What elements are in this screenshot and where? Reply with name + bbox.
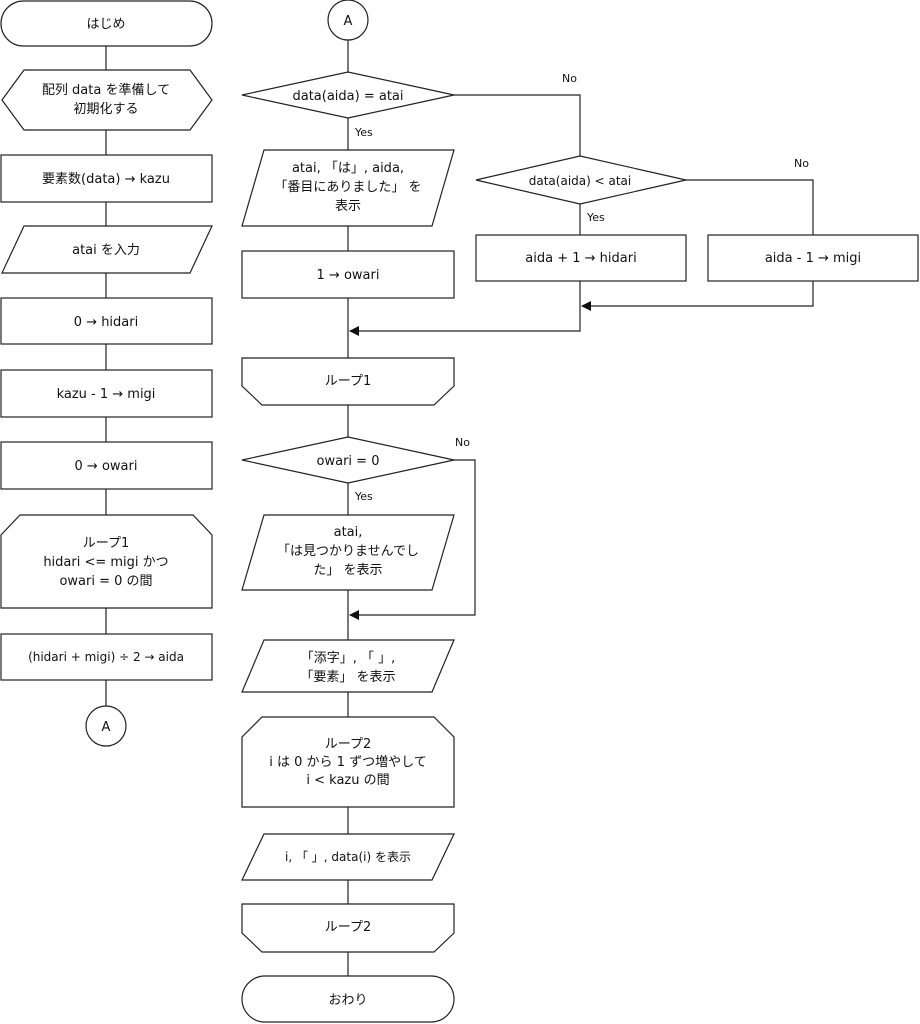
owari-init-process: 0 → owari bbox=[0, 441, 213, 490]
yes-label-3: Yes bbox=[354, 490, 373, 503]
no-label-2: No bbox=[794, 157, 809, 170]
notfound-output-line1: atai, bbox=[334, 525, 363, 540]
input-label: atai を入力 bbox=[72, 243, 140, 258]
decision-equal: data(aida) = atai bbox=[241, 71, 455, 119]
owari-init-label: 0 → owari bbox=[75, 459, 138, 474]
loop1-end: ループ1 bbox=[241, 357, 455, 406]
header-output-line1: 「添字」, 「 」, bbox=[301, 651, 396, 666]
hidari-init-label: 0 → hidari bbox=[74, 315, 138, 330]
notfound-output-line2: 「は見つかりませんでし bbox=[277, 544, 419, 559]
yes-label-2: Yes bbox=[586, 211, 605, 224]
loop1-start: ループ1 hidari <= migi かつ owari = 0 の間 bbox=[0, 514, 213, 609]
prep-hexagon: 配列 data を準備して 初期化する bbox=[1, 69, 213, 131]
found-output-line1: atai, 「は」, aida, bbox=[292, 161, 404, 176]
migi-set-label: aida - 1 → migi bbox=[765, 251, 861, 266]
hidari-init-process: 0 → hidari bbox=[0, 297, 213, 345]
loop2-end-label: ループ2 bbox=[325, 920, 372, 935]
decision-owari-label: owari = 0 bbox=[317, 454, 380, 469]
header-output: 「添字」, 「 」, 「要素」 を表示 bbox=[241, 639, 455, 693]
hidari-set-process: aida + 1 → hidari bbox=[475, 234, 687, 282]
loop2-start-line1: ループ2 bbox=[325, 737, 372, 752]
middle-column: A data(aida) = atai Yes atai, 「は」, aida,… bbox=[241, 0, 455, 1023]
loop1-end-label: ループ1 bbox=[325, 374, 372, 389]
aida-process: (hidari + migi) ÷ 2 → aida bbox=[0, 633, 213, 681]
found-output-line2: 「番目にありました」 を bbox=[274, 180, 421, 195]
start-terminal: はじめ bbox=[0, 0, 213, 47]
end-label: おわり bbox=[328, 993, 367, 1008]
kazu-label: 要素数(data) → kazu bbox=[42, 172, 170, 187]
migi-set-process: aida - 1 → migi bbox=[707, 234, 919, 282]
migi-init-process: kazu - 1 → migi bbox=[0, 369, 213, 418]
aida-label: (hidari + migi) ÷ 2 → aida bbox=[28, 650, 184, 664]
no-branch-line-3 bbox=[349, 459, 476, 620]
end-terminal: おわり bbox=[241, 975, 455, 1023]
decision-owari: owari = 0 bbox=[241, 436, 455, 484]
input-parallelogram: atai を入力 bbox=[1, 225, 213, 274]
no-branch-line-1 bbox=[454, 94, 581, 156]
loop1-start-line3: owari = 0 の間 bbox=[59, 574, 152, 589]
prep-label-line2: 初期化する bbox=[73, 102, 138, 117]
loop2-start-line3: i < kazu の間 bbox=[306, 773, 389, 788]
migi-init-label: kazu - 1 → migi bbox=[57, 387, 156, 402]
start-label: はじめ bbox=[86, 17, 125, 32]
owari-set-process: 1 → owari bbox=[241, 250, 455, 299]
yes-label-1: Yes bbox=[354, 126, 373, 139]
right-branches: No data(aida) < atai Yes aida + 1 → hida… bbox=[349, 72, 919, 620]
notfound-output: atai, 「は見つかりませんでし た」 を表示 bbox=[241, 514, 455, 591]
connector-a-in: A bbox=[327, 0, 369, 41]
decision-equal-label: data(aida) = atai bbox=[292, 89, 403, 104]
loop2-start: ループ2 i は 0 から 1 ずつ増やして i < kazu の間 bbox=[241, 716, 455, 808]
prep-label-line1: 配列 data を準備して bbox=[42, 82, 170, 98]
loop1-start-line1: ループ1 bbox=[83, 536, 130, 551]
loop2-end: ループ2 bbox=[241, 903, 455, 953]
no-branch-line-2 bbox=[686, 179, 814, 235]
found-output: atai, 「は」, aida, 「番目にありました」 を 表示 bbox=[241, 149, 455, 227]
merge-arrow-hidari bbox=[349, 281, 581, 336]
no-label-3: No bbox=[455, 436, 470, 449]
found-output-line3: 表示 bbox=[335, 199, 361, 214]
element-output-label: i, 「 」, data(i) を表示 bbox=[285, 850, 411, 864]
element-output: i, 「 」, data(i) を表示 bbox=[241, 833, 455, 881]
decision-less: data(aida) < atai bbox=[475, 155, 687, 205]
connector-a-out: A bbox=[85, 705, 127, 747]
left-column: はじめ 配列 data を準備して 初期化する 要素数(data) → kazu… bbox=[0, 0, 213, 747]
connector-a-out-label: A bbox=[102, 720, 111, 735]
loop1-start-line2: hidari <= migi かつ bbox=[43, 555, 168, 570]
notfound-output-line3: た」 を表示 bbox=[313, 563, 382, 578]
kazu-process: 要素数(data) → kazu bbox=[0, 154, 213, 203]
connector-a-in-label: A bbox=[344, 14, 353, 29]
header-output-line2: 「要素」 を表示 bbox=[300, 670, 395, 685]
decision-less-label: data(aida) < atai bbox=[529, 174, 631, 188]
loop2-start-line2: i は 0 から 1 ずつ増やして bbox=[269, 755, 426, 770]
owari-set-label: 1 → owari bbox=[317, 268, 380, 283]
no-label-1: No bbox=[562, 72, 577, 85]
merge-arrow-migi bbox=[581, 281, 814, 311]
hidari-set-label: aida + 1 → hidari bbox=[525, 251, 636, 266]
